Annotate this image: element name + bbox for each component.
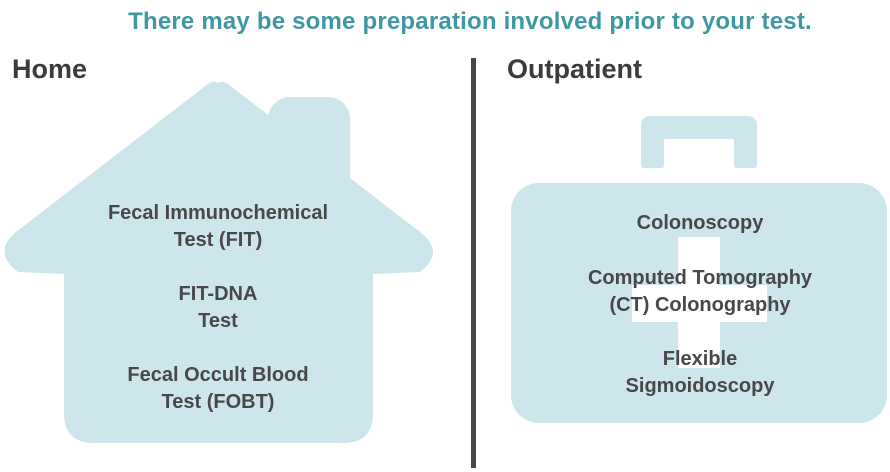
outpatient-item-sigmoidoscopy: Flexible Sigmoidoscopy xyxy=(625,348,775,397)
outpatient-item-ct-colonography: Computed Tomography (CT) Colonography xyxy=(587,267,813,316)
home-title: Home xyxy=(12,54,88,84)
house-icon xyxy=(4,81,433,443)
home-item-fobt: Fecal Occult Blood Test (FOBT) xyxy=(127,364,309,413)
section-divider xyxy=(471,58,476,468)
home-item-fit: Fecal Immunochemical Test (FIT) xyxy=(107,202,329,251)
outpatient-title: Outpatient xyxy=(507,54,642,84)
outpatient-item-colonoscopy: Colonoscopy xyxy=(636,212,764,234)
medical-bag-icon xyxy=(511,116,887,423)
home-item-fit-dna: FIT-DNA Test xyxy=(178,283,258,332)
headline: There may be some preparation involved p… xyxy=(128,8,812,35)
